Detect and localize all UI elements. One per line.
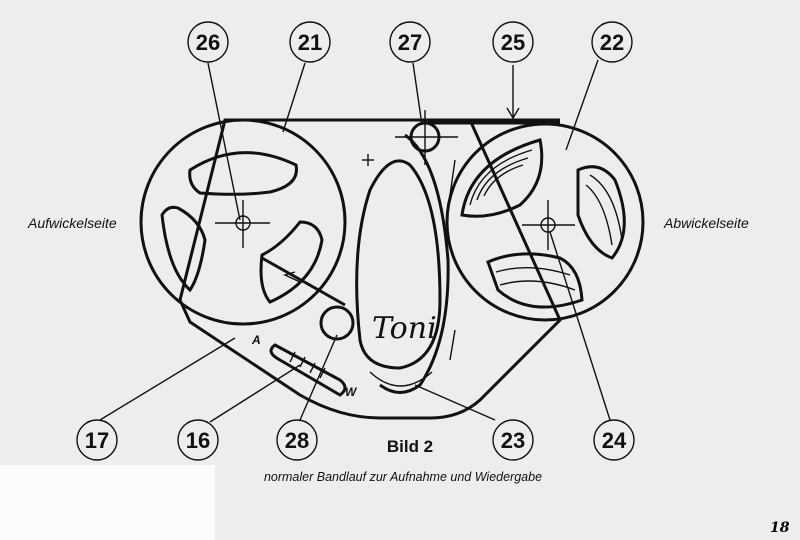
label-abwickelseite: Abwickelseite <box>663 215 749 231</box>
leader-lines <box>99 59 611 423</box>
callout-26: 26 <box>187 21 229 63</box>
label-25: 25 <box>501 30 525 55</box>
deck-outline <box>178 118 562 420</box>
callout-24: 24 <box>593 419 635 461</box>
brand-lettering: Toni <box>372 311 437 346</box>
label-21: 21 <box>298 30 322 55</box>
tape-path <box>243 118 560 307</box>
callout-25: 25 <box>492 21 534 63</box>
label-22: 22 <box>600 30 624 55</box>
marking-w: W <box>345 385 358 399</box>
callout-21: 21 <box>289 21 331 63</box>
marking-a: A <box>251 333 261 347</box>
supply-reel <box>445 122 645 322</box>
paper-strip <box>0 465 215 540</box>
takeup-reel <box>139 118 347 326</box>
direction-arrow <box>283 271 301 283</box>
page-number: 18 <box>770 520 790 536</box>
callout-28: 28 <box>276 419 318 461</box>
callout-17: 17 <box>76 419 118 461</box>
figure-caption: normaler Bandlauf zur Aufnahme und Wiede… <box>264 470 542 484</box>
direction-arrow <box>449 159 456 196</box>
label-23: 23 <box>501 428 525 453</box>
label-aufwickelseite: Aufwickelseite <box>27 215 117 231</box>
callout-22: 22 <box>591 21 633 63</box>
direction-arrow <box>449 329 456 361</box>
adjust-marker <box>362 154 374 166</box>
callout-16: 16 <box>177 419 219 461</box>
label-17: 17 <box>85 428 109 453</box>
worm-gear <box>269 343 347 397</box>
label-24: 24 <box>602 428 627 453</box>
callout-27: 27 <box>389 21 431 63</box>
roller-28 <box>319 305 355 341</box>
arrow-25 <box>506 65 520 120</box>
callout-23: 23 <box>492 419 534 461</box>
label-28: 28 <box>285 428 309 453</box>
guide-roller-27 <box>395 110 458 165</box>
head-block <box>355 133 450 394</box>
figure-title: Bild 2 <box>387 437 433 456</box>
label-16: 16 <box>186 428 210 453</box>
label-27: 27 <box>398 30 422 55</box>
label-26: 26 <box>196 30 220 55</box>
